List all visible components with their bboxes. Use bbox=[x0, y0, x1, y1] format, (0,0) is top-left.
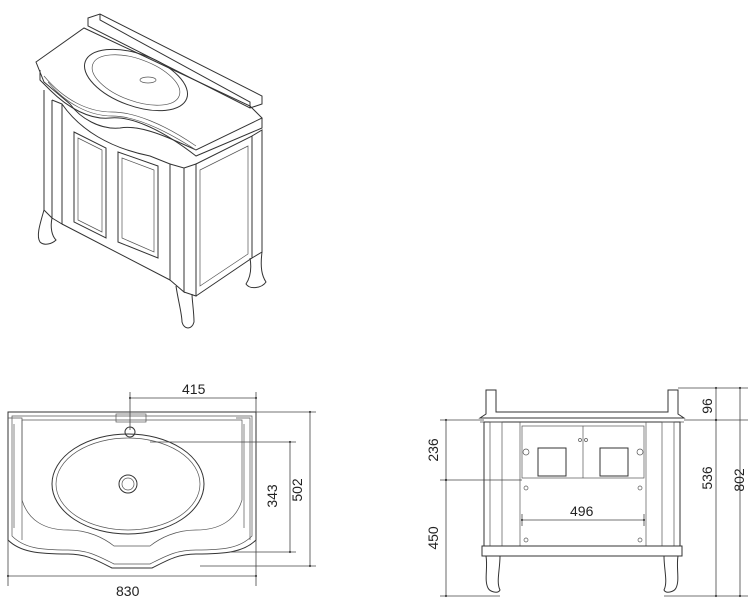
dim-body-height: 536 bbox=[699, 466, 715, 490]
dim-width-total: 830 bbox=[116, 583, 140, 599]
dim-depth-basin: 343 bbox=[264, 484, 280, 508]
perspective-view bbox=[35, 13, 267, 329]
dim-depth-total: 502 bbox=[289, 478, 305, 502]
top-view: 415 830 343 502 bbox=[6, 381, 316, 599]
dim-inner-width: 496 bbox=[570, 503, 594, 519]
dim-total-height: 802 bbox=[731, 468, 747, 492]
dim-basin-offset: 415 bbox=[182, 381, 206, 397]
dim-drawer-height: 236 bbox=[425, 438, 441, 462]
dim-leg-height: 450 bbox=[425, 526, 441, 550]
dim-top-height: 96 bbox=[699, 398, 715, 414]
front-view: 236 450 496 96 536 802 bbox=[425, 386, 748, 598]
